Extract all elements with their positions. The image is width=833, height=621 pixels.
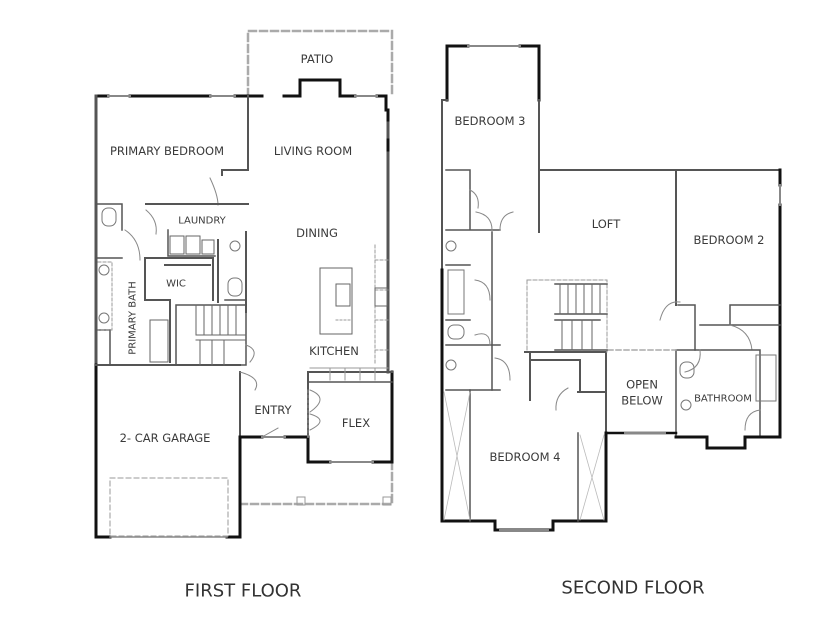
room-label-patio: PATIO: [300, 52, 334, 67]
room-label-dining: DINING: [296, 226, 338, 241]
room-label-entry: ENTRY: [254, 403, 292, 418]
stairs-second-floor: [526, 279, 608, 353]
room-label-bedroom-2: BEDROOM 2: [693, 233, 765, 248]
first-floor-plan: [94, 29, 394, 539]
room-label-living-room: LIVING ROOM: [273, 144, 353, 159]
room-label-garage: 2- CAR GARAGE: [119, 431, 211, 446]
room-label-primary-bedroom: PRIMARY BEDROOM: [109, 144, 225, 159]
room-label-loft: LOFT: [591, 217, 621, 232]
room-label-bedroom-4: BEDROOM 4: [489, 450, 561, 465]
room-label-flex: FLEX: [341, 416, 371, 431]
room-label-bedroom-3: BEDROOM 3: [454, 114, 526, 129]
room-label-kitchen: KITCHEN: [309, 344, 359, 359]
room-label-bathroom: BATHROOM: [694, 393, 752, 405]
room-label-primary-bath: PRIMARY BATH: [127, 281, 139, 355]
patio-outline: [246, 29, 394, 98]
first-floor-title: FIRST FLOOR: [184, 580, 302, 602]
second-floor-title: SECOND FLOOR: [561, 577, 705, 599]
open-below-line-1: OPEN: [626, 377, 658, 392]
kitchen-island: [319, 267, 353, 335]
room-label-laundry: LAUNDRY: [178, 215, 226, 227]
room-label-open-below: OPEN BELOW: [621, 377, 663, 408]
room-label-wic: WIC: [166, 278, 186, 290]
porch-outline: [238, 460, 394, 506]
open-below-line-2: BELOW: [621, 393, 663, 407]
first-floor-exterior-top: [94, 78, 388, 112]
garage-door-outline: [109, 477, 229, 537]
second-floor-plan: [440, 44, 782, 532]
